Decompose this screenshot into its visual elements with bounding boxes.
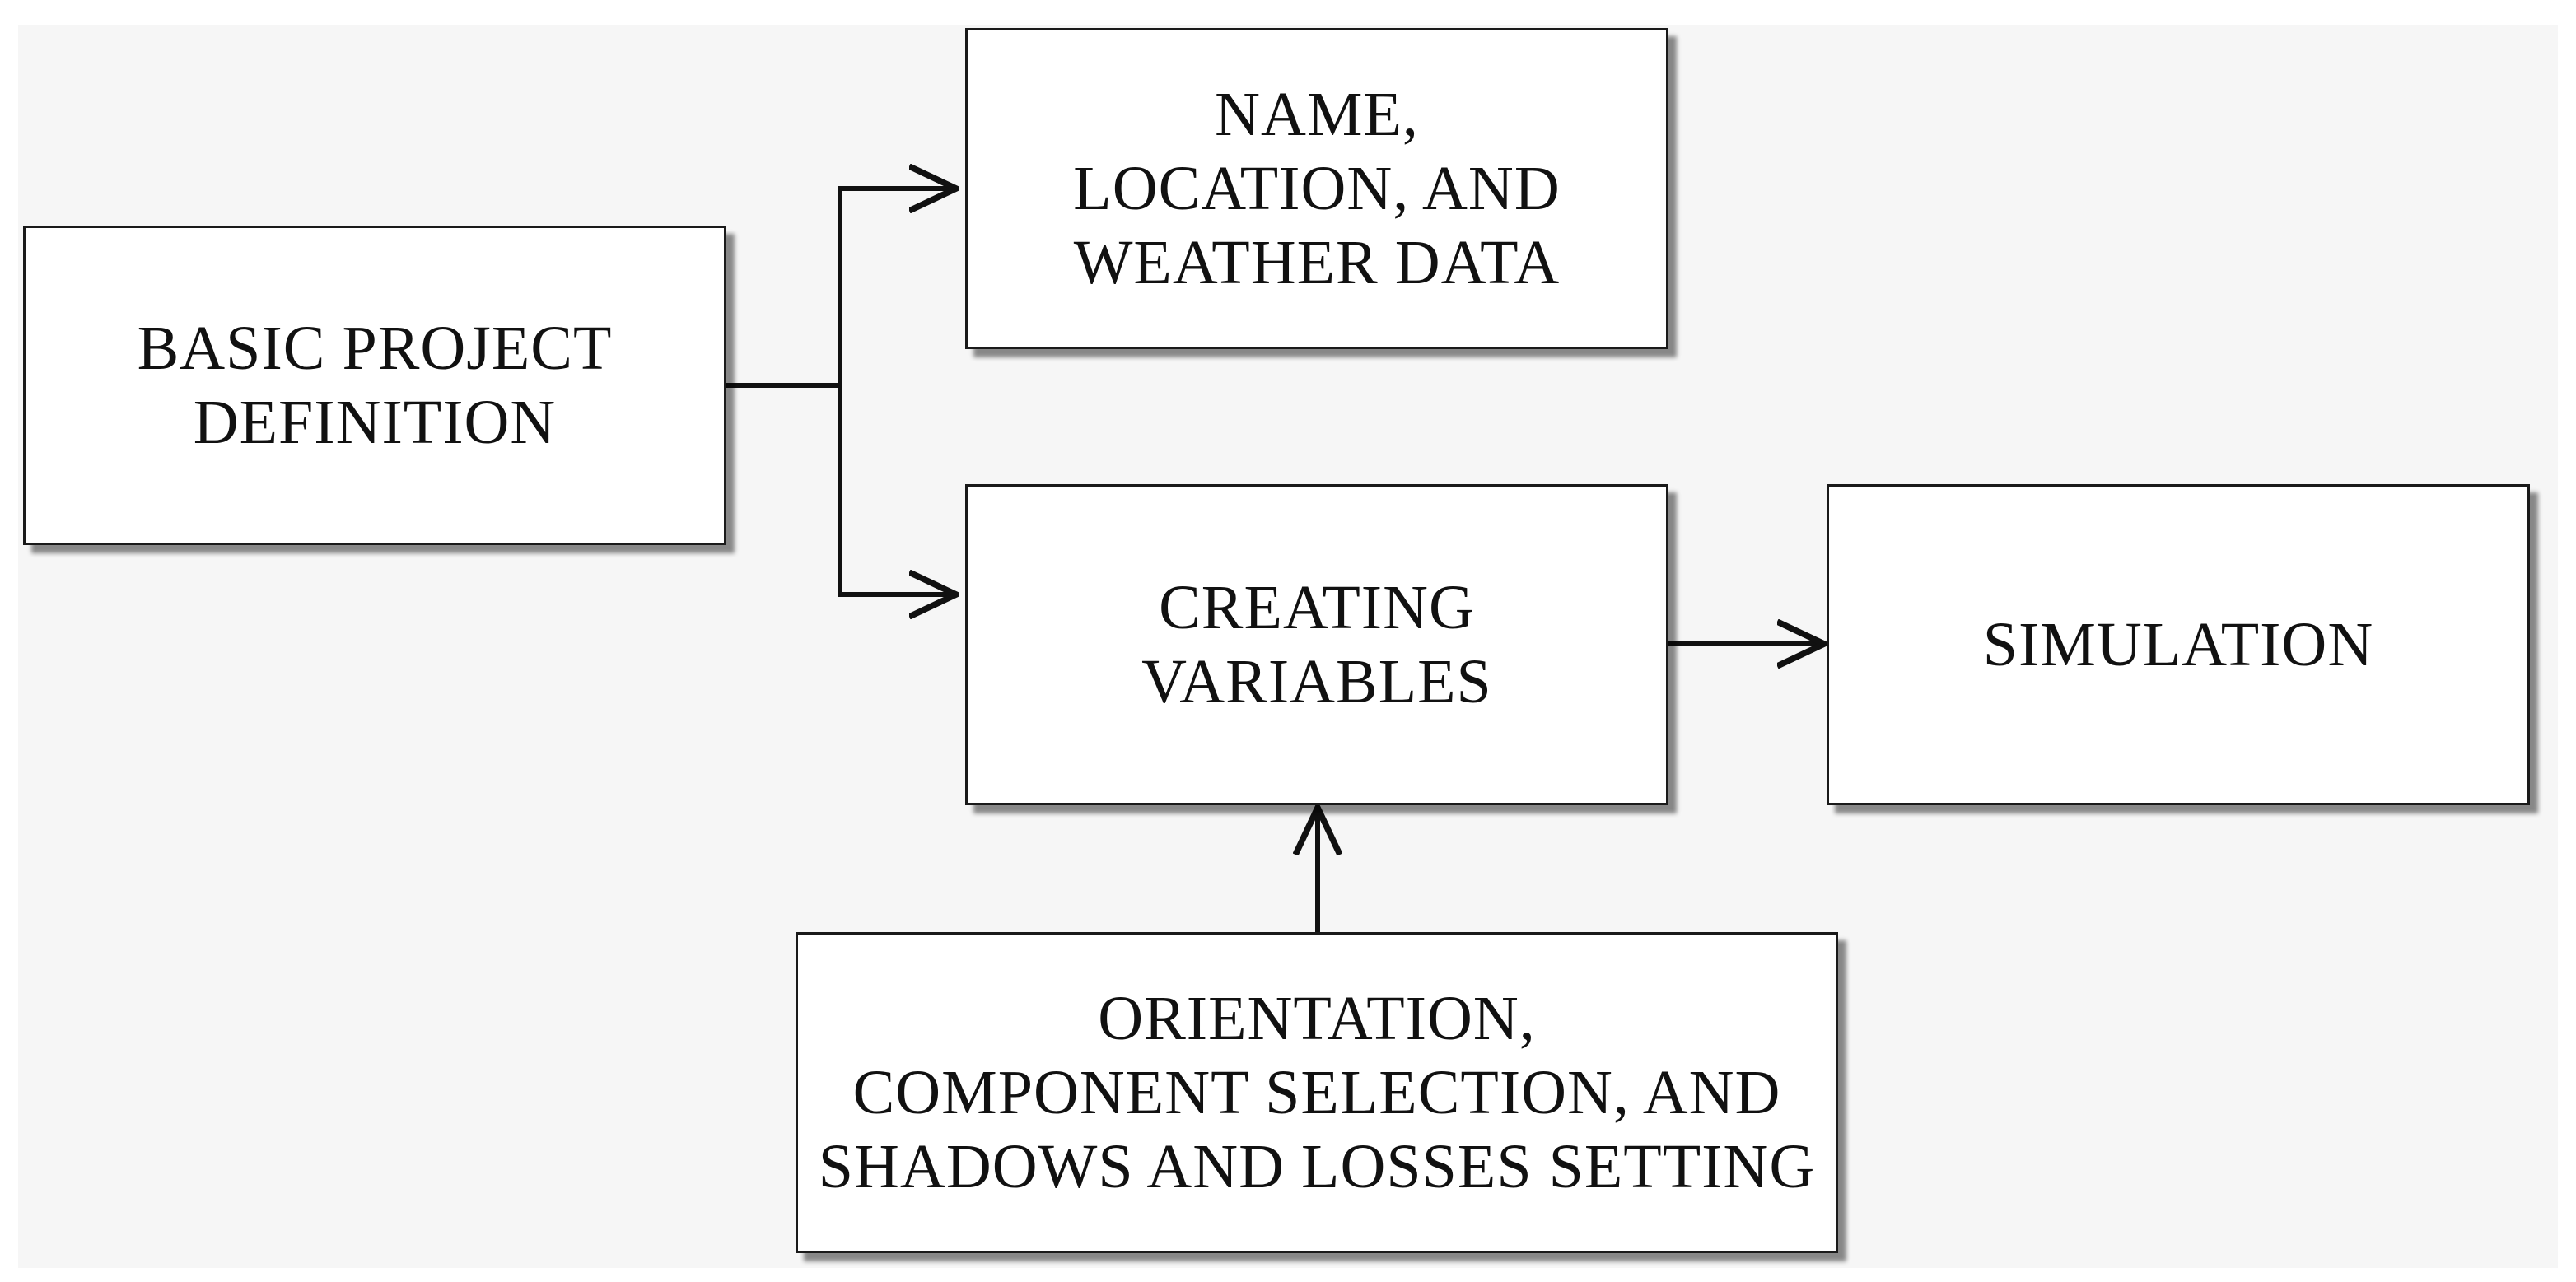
node-label-line: NAME, [1215, 80, 1419, 149]
node-label-line: COMPONENT SELECTION, AND [852, 1058, 1781, 1127]
node-label-line: BASIC PROJECT [137, 314, 613, 383]
node-basic-project-definition: BASIC PROJECT DEFINITION [23, 226, 726, 545]
node-label: BASIC PROJECT DEFINITION [138, 311, 613, 459]
node-label: NAME, LOCATION, AND WEATHER DATA [1073, 77, 1560, 300]
node-orientation-components-shadows: ORIENTATION, COMPONENT SELECTION, AND SH… [796, 932, 1838, 1253]
node-name-location-weather: NAME, LOCATION, AND WEATHER DATA [965, 28, 1668, 349]
node-label-line: DEFINITION [193, 388, 557, 457]
node-label-line: WEATHER DATA [1073, 228, 1561, 297]
node-label-line: SHADOWS AND LOSSES SETTING [818, 1132, 1816, 1201]
node-label-line: VARIABLES [1141, 647, 1492, 716]
node-label-line: CREATING [1159, 573, 1475, 642]
node-label-line: ORIENTATION, [1098, 984, 1536, 1053]
node-label: CREATING VARIABLES [1141, 571, 1492, 719]
node-label-line: LOCATION, AND [1073, 154, 1561, 223]
node-label: SIMULATION [1983, 608, 2373, 682]
node-simulation: SIMULATION [1827, 484, 2530, 805]
node-creating-variables: CREATING VARIABLES [965, 484, 1668, 805]
node-label-line: SIMULATION [1982, 610, 2374, 679]
node-label: ORIENTATION, COMPONENT SELECTION, AND SH… [819, 981, 1815, 1204]
